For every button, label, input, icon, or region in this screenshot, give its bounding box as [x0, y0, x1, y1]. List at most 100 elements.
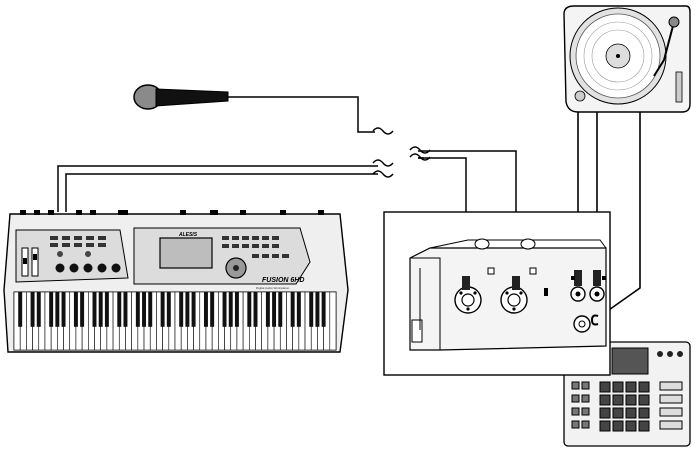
turntable-spindle	[616, 54, 620, 58]
black-key	[166, 292, 171, 327]
drum-pad	[599, 381, 611, 393]
xlr-plug-keyboard	[462, 276, 470, 290]
interface-phono-jack-right	[589, 286, 605, 302]
black-key	[160, 292, 165, 327]
drum-machine-screen	[611, 347, 649, 375]
black-key	[185, 292, 190, 327]
black-key	[222, 292, 227, 327]
black-key	[36, 292, 41, 327]
black-key	[123, 292, 128, 327]
drum-machine-button	[571, 381, 580, 390]
black-key	[321, 292, 326, 327]
black-key	[49, 292, 54, 327]
interface-gain-knob	[474, 238, 490, 250]
black-key	[253, 292, 258, 327]
drum-machine-button	[581, 407, 590, 416]
drum-machine-button	[659, 381, 683, 391]
keyboard-top-knobs	[20, 210, 324, 215]
microphone	[133, 84, 229, 110]
drum-pad	[625, 407, 637, 419]
keyboard-cable-a	[57, 165, 378, 212]
cable-break-mark	[372, 170, 394, 178]
turntable-start-button	[574, 90, 586, 102]
microphone-cable	[228, 96, 375, 133]
microphone-handle	[155, 88, 229, 107]
black-key	[80, 292, 85, 327]
black-key	[315, 292, 320, 327]
black-key	[73, 292, 78, 327]
black-key	[210, 292, 215, 327]
keyboard-cable-b	[65, 173, 378, 212]
black-key	[117, 292, 122, 327]
black-key	[234, 292, 239, 327]
audio-interface-detail-box	[383, 211, 611, 376]
keyboard-display	[159, 237, 213, 269]
black-key	[296, 292, 301, 327]
phono-plug-right	[593, 270, 601, 286]
black-key	[61, 292, 66, 327]
black-key	[148, 292, 153, 327]
black-key	[278, 292, 283, 327]
white-key	[329, 291, 337, 351]
drum-pad	[599, 407, 611, 419]
keyboard-black-keys	[18, 292, 326, 327]
black-key	[247, 292, 252, 327]
interface-gain-knob	[520, 238, 536, 250]
cable-break-mark	[409, 146, 431, 154]
interface-combo-jack-2	[500, 286, 528, 314]
drum-machine-button	[659, 394, 683, 404]
black-key	[272, 292, 277, 327]
keyboard: ALESIS FUSION 6HD Digital Audio Workstat…	[3, 210, 349, 353]
interface-phono-jack-left	[570, 286, 586, 302]
drum-machine-button	[571, 407, 580, 416]
black-key	[309, 292, 314, 327]
black-key	[265, 292, 270, 327]
ground-lug	[590, 314, 599, 326]
black-key	[290, 292, 295, 327]
interface-indicator	[602, 276, 606, 280]
drum-pad	[625, 394, 637, 406]
drum-pad	[599, 420, 611, 432]
turntable-tonearm-pivot	[668, 16, 680, 28]
keyboard-knobs	[55, 251, 121, 273]
black-key	[203, 292, 208, 327]
interface-chassis-side	[410, 257, 441, 350]
black-key	[191, 292, 196, 327]
keyboard-data-wheel-center	[233, 265, 239, 271]
turntable-tonearm	[653, 21, 675, 77]
black-key	[98, 292, 103, 327]
turntable	[563, 5, 691, 113]
cable-break-mark	[409, 153, 431, 161]
drum-pad	[625, 381, 637, 393]
xlr-plug-mic	[512, 276, 520, 290]
keyboard-button-grid-left	[50, 236, 106, 247]
drum-machine-button	[659, 420, 683, 430]
interface-combo-jack-1	[454, 286, 482, 314]
black-key	[228, 292, 233, 327]
phono-plug-left	[574, 270, 582, 286]
drum-machine-button	[571, 420, 580, 429]
drum-machine-button	[581, 420, 590, 429]
turntable-record-groove	[583, 21, 653, 91]
interface-feet	[411, 319, 423, 343]
keyboard-subtitle: Digital Audio Workstation	[256, 286, 290, 290]
drum-pad	[612, 381, 624, 393]
cable-break-mark	[372, 159, 394, 167]
drum-pad	[638, 407, 650, 419]
drum-pad	[612, 407, 624, 419]
black-key	[179, 292, 184, 327]
keyboard-button-grid-right	[222, 236, 289, 258]
drum-pad	[638, 394, 650, 406]
turntable-pitch-slider	[675, 71, 683, 103]
black-key	[92, 292, 97, 327]
cable-break-mark	[372, 127, 394, 135]
drum-pad	[612, 394, 624, 406]
black-key	[55, 292, 60, 327]
black-key	[30, 292, 35, 327]
interface-ground-terminal-center	[578, 320, 586, 328]
interface-top-edge	[429, 239, 607, 249]
keyboard-brand: ALESIS	[178, 232, 198, 238]
interface-indicator	[529, 267, 537, 275]
drum-pad-grid	[571, 381, 683, 432]
black-key	[135, 292, 140, 327]
